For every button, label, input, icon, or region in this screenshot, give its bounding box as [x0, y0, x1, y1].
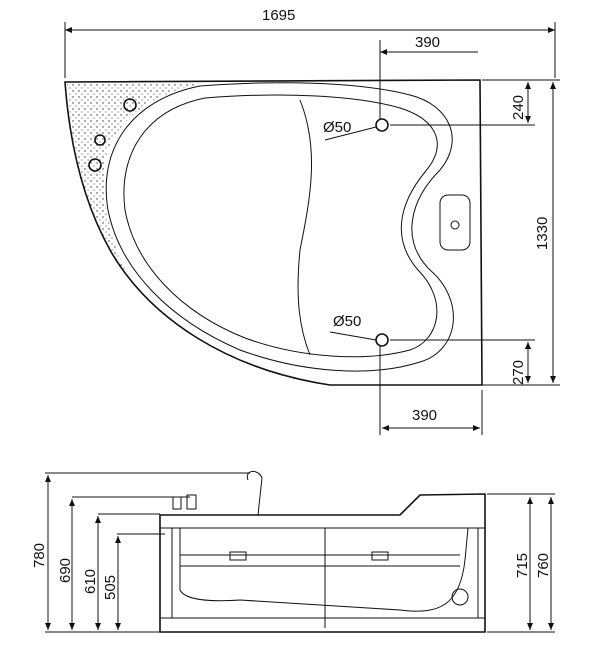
dim-715: 715 [514, 553, 531, 578]
pump [451, 588, 469, 606]
dim-270: 270 [510, 360, 527, 385]
drain-diameter-top: Ø50 [323, 119, 351, 136]
dim-690: 690 [57, 558, 74, 583]
tub-inner-contour [297, 99, 312, 356]
tub-rim [105, 82, 454, 372]
stone-deck [67, 84, 200, 280]
control-knob [94, 134, 106, 146]
control-panel [439, 194, 471, 251]
jet [450, 220, 460, 230]
side-view: 780 690 610 505 715 760 [31, 471, 555, 633]
tub-deck [159, 493, 486, 633]
control-knob [88, 158, 102, 172]
dim-610: 610 [82, 569, 99, 594]
faucet-spout [246, 471, 263, 516]
control-knob [123, 98, 137, 112]
dim-390-bottom: 390 [412, 407, 437, 424]
dim-1695: 1695 [262, 7, 295, 24]
tub-basin-side [179, 527, 469, 612]
dim-390-top: 390 [415, 34, 440, 51]
drain-top [375, 118, 389, 132]
dim-240: 240 [510, 95, 527, 120]
drain-bottom [375, 333, 389, 347]
drain-diameter-bottom: Ø50 [333, 313, 361, 330]
dim-780: 780 [31, 543, 48, 568]
tub-basin [123, 94, 438, 358]
top-view: 1695 390 240 1330 270 390 Ø50 Ø50 [64, 7, 560, 435]
dim-1330: 1330 [534, 217, 551, 250]
dim-505: 505 [102, 575, 119, 600]
dim-760: 760 [535, 553, 552, 578]
